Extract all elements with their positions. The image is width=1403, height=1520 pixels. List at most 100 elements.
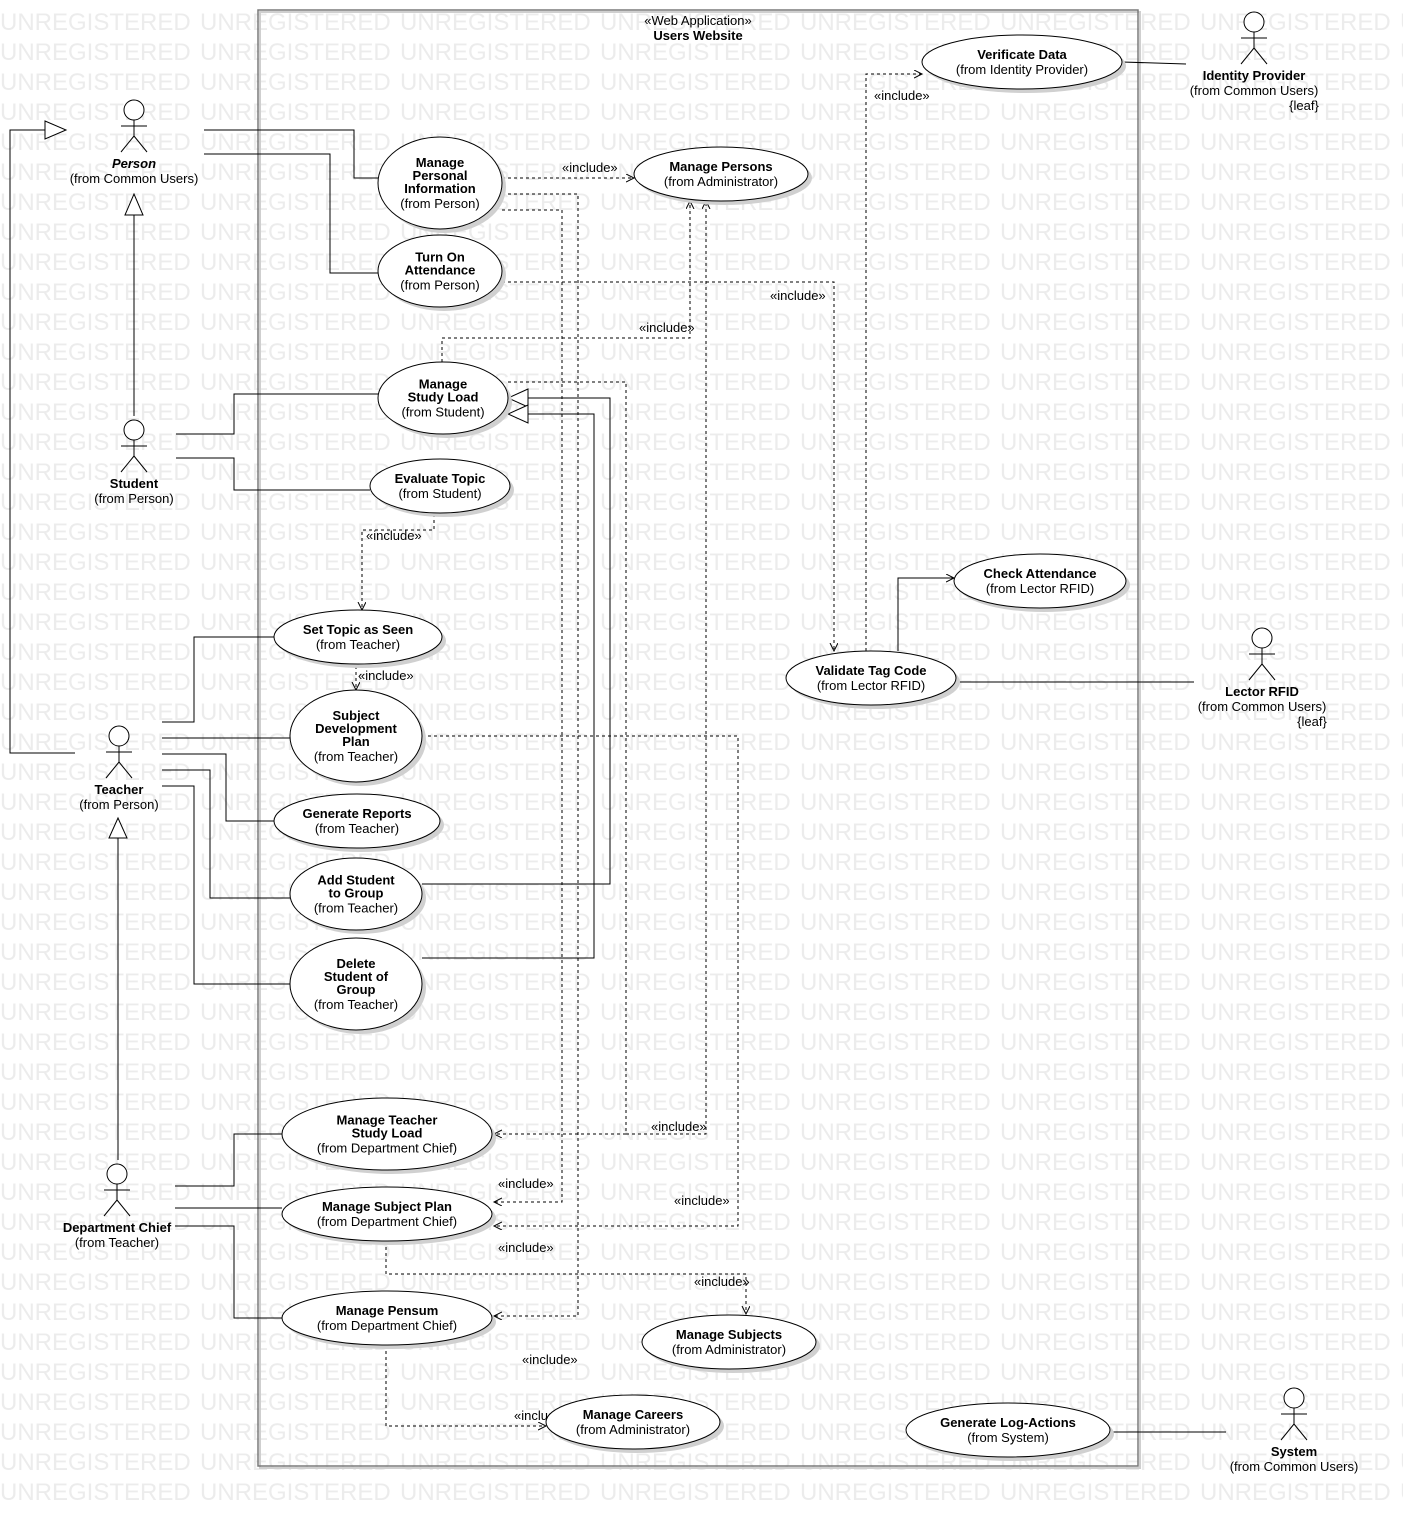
watermark-text: UNREGISTERED <box>1200 309 1391 336</box>
use-case-manage-careers[interactable]: Manage Careers(from Administrator) <box>545 1394 724 1453</box>
watermark-text: UNREGISTERED <box>0 519 191 546</box>
watermark-text: UNREGISTERED <box>200 399 391 426</box>
actor-lector-rfid[interactable]: Lector RFID(from Common Users){leaf} <box>1198 627 1328 729</box>
watermark-text: UNREGISTERED <box>1200 429 1391 456</box>
watermark-text: UNREGISTERED <box>1400 309 1403 336</box>
actor-name: Student <box>110 476 159 491</box>
system-stereotype: «Web Application» <box>644 13 751 28</box>
watermark-text: UNREGISTERED <box>1400 1089 1403 1116</box>
use-case-ellipse <box>545 1394 721 1450</box>
watermark-text: UNREGISTERED <box>0 579 191 606</box>
watermark-text: UNREGISTERED <box>1200 1089 1391 1116</box>
watermark-text: UNREGISTERED <box>1000 639 1191 666</box>
watermark-text: UNREGISTERED <box>600 729 791 756</box>
use-case-manage-subject-plan[interactable]: Manage Subject Plan(from Department Chie… <box>281 1186 496 1245</box>
actor-constraint: {leaf} <box>1289 98 1319 113</box>
stick-figure-icon <box>120 99 148 153</box>
watermark-text: UNREGISTERED <box>1200 1269 1391 1296</box>
watermark-text: UNREGISTERED <box>1400 429 1403 456</box>
use-case-manage-subjects[interactable]: Manage Subjects(from Administrator) <box>641 1314 820 1373</box>
watermark-text: UNREGISTERED <box>1200 819 1391 846</box>
watermark-text: UNREGISTERED <box>1400 1209 1403 1236</box>
watermark-text: UNREGISTERED <box>800 879 991 906</box>
watermark-text: UNREGISTERED <box>800 189 991 216</box>
use-case-origin: (from Lector RFID) <box>986 581 1094 596</box>
watermark-text: UNREGISTERED <box>1200 849 1391 876</box>
actor-name: Teacher <box>95 782 144 797</box>
watermark-text: UNREGISTERED <box>400 1059 591 1086</box>
watermark-text: UNREGISTERED <box>0 1059 191 1086</box>
use-case-title: to Group <box>329 886 384 901</box>
actor-identity-provider[interactable]: Identity Provider(from Common Users){lea… <box>1190 11 1320 113</box>
actor-student[interactable]: Student(from Person) <box>94 419 174 506</box>
actor-teacher[interactable]: Teacher(from Person) <box>79 725 159 812</box>
use-case-verificate-data[interactable]: Verificate Data(from Identity Provider) <box>921 34 1126 93</box>
use-case-title: Information <box>404 181 476 196</box>
watermark-text: UNREGISTERED <box>1200 1119 1391 1146</box>
actor-name: System <box>1271 1444 1317 1459</box>
watermark-text: UNREGISTERED <box>600 1209 791 1236</box>
watermark-text: UNREGISTERED <box>0 789 191 816</box>
use-case-title: Evaluate Topic <box>395 471 486 486</box>
use-case-check-attendance[interactable]: Check Attendance(from Lector RFID) <box>953 553 1130 612</box>
watermark-text: UNREGISTERED <box>0 669 191 696</box>
use-case-evaluate-topic[interactable]: Evaluate Topic(from Student) <box>369 458 514 517</box>
watermark-text: UNREGISTERED <box>600 849 791 876</box>
watermark-text: UNREGISTERED <box>600 669 791 696</box>
watermark-text: UNREGISTERED <box>1400 699 1403 726</box>
actor-department-chief[interactable]: Department Chief(from Teacher) <box>63 1163 172 1250</box>
use-case-origin: (from Teacher) <box>314 901 398 916</box>
watermark-text: UNREGISTERED <box>800 429 991 456</box>
use-case-validate-tag-code[interactable]: Validate Tag Code(from Lector RFID) <box>785 650 960 709</box>
watermark-text: UNREGISTERED <box>1000 519 1191 546</box>
watermark-text: UNREGISTERED <box>1000 429 1191 456</box>
watermark-text: UNREGISTERED <box>400 309 591 336</box>
watermark-text: UNREGISTERED <box>1000 339 1191 366</box>
actor-constraint: {leaf} <box>1297 714 1327 729</box>
use-case-manage-persons[interactable]: Manage Persons(from Administrator) <box>633 146 812 205</box>
watermark-text: UNREGISTERED <box>1200 549 1391 576</box>
use-case-origin: (from Teacher) <box>314 997 398 1012</box>
use-case-set-topic-seen[interactable]: Set Topic as Seen(from Teacher) <box>273 609 446 668</box>
use-case-generate-log-actions[interactable]: Generate Log-Actions(from System) <box>905 1402 1114 1461</box>
use-case-title: Manage Persons <box>669 159 772 174</box>
actor-person[interactable]: Person(from Common Users) <box>70 99 199 186</box>
watermark-text: UNREGISTERED <box>1200 39 1391 66</box>
use-case-origin: (from Department Chief) <box>317 1141 457 1156</box>
watermark-text: UNREGISTERED <box>1200 1449 1391 1476</box>
association-lines <box>9 61 1226 1433</box>
watermark-text: UNREGISTERED <box>800 99 991 126</box>
watermark-text: UNREGISTERED <box>600 1239 791 1266</box>
watermark-text: UNREGISTERED <box>0 1449 191 1476</box>
watermark-text: UNREGISTERED <box>1200 1059 1391 1086</box>
watermark-text: UNREGISTERED <box>1400 69 1403 96</box>
watermark-text: UNREGISTERED <box>1400 1479 1403 1506</box>
use-case-manage-pensum[interactable]: Manage Pensum(from Department Chief) <box>281 1290 496 1349</box>
watermark-text: UNREGISTERED <box>0 969 191 996</box>
watermark-text: UNREGISTERED <box>1000 1299 1191 1326</box>
watermark-text: UNREGISTERED <box>0 399 191 426</box>
use-case-generate-reports[interactable]: Generate Reports(from Teacher) <box>273 793 444 852</box>
watermark-text: UNREGISTERED <box>1200 489 1391 516</box>
watermark-text: UNREGISTERED <box>0 429 191 456</box>
include-label: «include» <box>674 1193 730 1208</box>
watermark-text: UNREGISTERED <box>1400 489 1403 516</box>
watermark-text: UNREGISTERED <box>1200 249 1391 276</box>
use-case-title: Manage Subject Plan <box>322 1199 452 1214</box>
watermark-text: UNREGISTERED <box>1000 789 1191 816</box>
watermark-text: UNREGISTERED <box>1200 1299 1391 1326</box>
watermark-text: UNREGISTERED <box>200 1449 391 1476</box>
watermark-text: UNREGISTERED <box>200 219 391 246</box>
use-case-title: Study Load <box>408 390 479 405</box>
watermark-text: UNREGISTERED <box>0 729 191 756</box>
watermark-text: UNREGISTERED <box>1400 99 1403 126</box>
actor-system-actor[interactable]: System(from Common Users) <box>1230 1387 1359 1474</box>
watermark-text: UNREGISTERED <box>600 1089 791 1116</box>
